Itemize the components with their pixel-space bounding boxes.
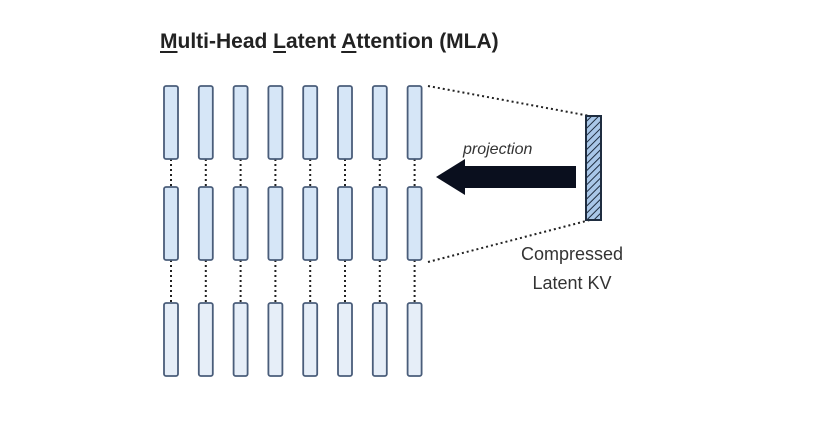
head-vector-cell (267, 85, 284, 160)
head-vector-cell (337, 302, 353, 377)
head-vector-cell (406, 302, 423, 377)
head-vector-grid (163, 85, 423, 377)
projection-guide-top (427, 85, 591, 117)
head-vector-cell (406, 186, 423, 261)
latent-label-line2: Latent KV (532, 273, 611, 293)
head-vector-cell (163, 186, 179, 261)
latent-label-line1: Compressed (521, 244, 623, 264)
head-vector-cell (371, 186, 388, 261)
diagram-title: Multi-Head Latent Attention (MLA) (160, 30, 499, 53)
head-vector-cell (232, 302, 249, 377)
head-vector-cell (302, 186, 319, 261)
projection-label: projection (462, 141, 532, 158)
head-vector-cell (406, 85, 423, 160)
head-vector-cell (197, 302, 214, 377)
head-vector-cell (267, 186, 284, 261)
head-vector-cell (197, 85, 214, 160)
head-vector-cell (163, 302, 179, 377)
head-vector-cell (232, 85, 249, 160)
compressed-latent-kv-block (585, 115, 602, 221)
head-vector-cell (197, 186, 214, 261)
head-vector-cell (302, 85, 319, 160)
head-vector-cell (337, 85, 353, 160)
head-vector-cell (371, 85, 388, 160)
head-vector-cell (163, 85, 179, 160)
head-vector-cell (371, 302, 388, 377)
head-vector-cell (232, 186, 249, 261)
head-vector-cell (337, 186, 353, 261)
head-vector-cell (302, 302, 319, 377)
projection-arrow (436, 159, 576, 195)
head-vector-cell (267, 302, 284, 377)
